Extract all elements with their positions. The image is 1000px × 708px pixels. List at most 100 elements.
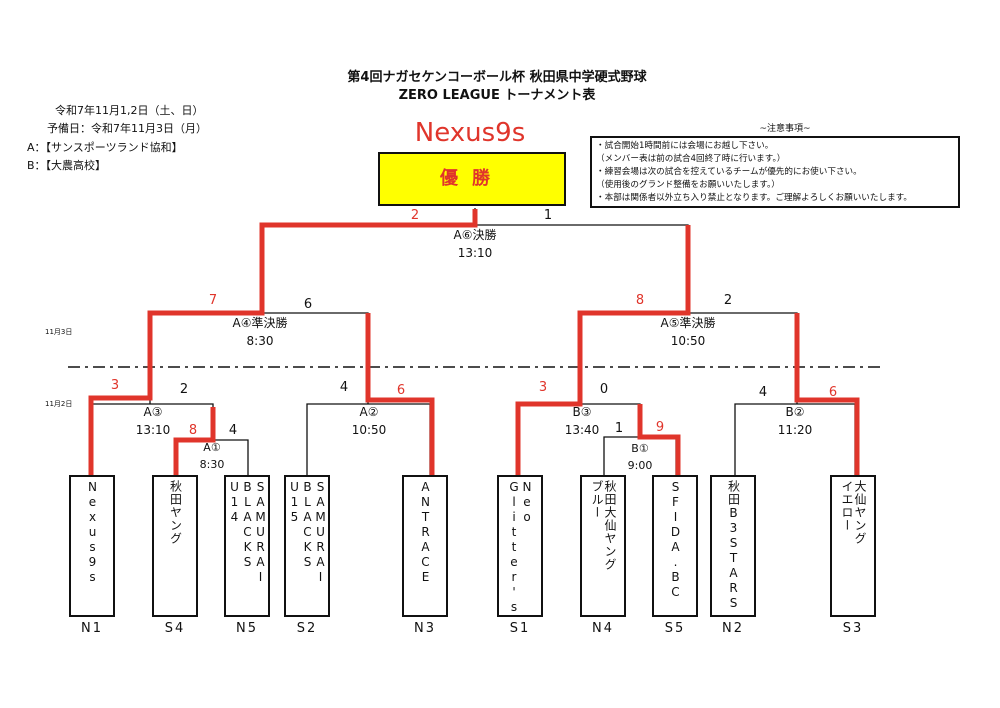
team-box: SFIDA.BC bbox=[652, 475, 698, 617]
note-line: （メンバー表は前の試合4回終了時に行います。） bbox=[596, 154, 786, 164]
match-b2: B② 11:20 bbox=[778, 403, 813, 439]
match-name: A② bbox=[359, 405, 379, 419]
score: 9 bbox=[655, 420, 665, 435]
champion-box: 優勝 bbox=[378, 152, 566, 206]
score: 3 bbox=[538, 380, 548, 395]
team-seed: N3 bbox=[414, 621, 436, 636]
title-line-2: ZERO LEAGUE トーナメント表 bbox=[398, 88, 596, 103]
match-name: A④準決勝 bbox=[232, 316, 288, 330]
title-line-1: 第4回ナガセケンコーボール杯 秋田県中学硬式野球 bbox=[347, 70, 647, 85]
score: 6 bbox=[303, 297, 313, 312]
team-name: 秋田B3STARS bbox=[726, 480, 741, 611]
score: 8 bbox=[188, 423, 198, 438]
score: 0 bbox=[599, 382, 609, 397]
match-time: 10:50 bbox=[670, 334, 706, 348]
team-name: Neo bbox=[520, 480, 534, 525]
notes-heading: ~注意事項~ bbox=[759, 124, 811, 134]
score: 1 bbox=[543, 208, 553, 223]
team-seed: S3 bbox=[842, 621, 864, 636]
team-box: ANTRACE bbox=[402, 475, 448, 617]
match-name: B① bbox=[631, 442, 649, 455]
match-time: 13:10 bbox=[135, 423, 171, 437]
team-seed: S4 bbox=[164, 621, 186, 636]
match-b3: B③ 13:40 bbox=[565, 403, 600, 439]
match-sf-left: A④準決勝 8:30 bbox=[233, 314, 288, 350]
score: 6 bbox=[396, 383, 406, 398]
team-name: U15 bbox=[287, 480, 302, 525]
match-sf-right: A⑤準決勝 10:50 bbox=[661, 314, 716, 350]
team-name: ブルー bbox=[590, 480, 604, 519]
score: 2 bbox=[179, 382, 189, 397]
score: 4 bbox=[339, 380, 349, 395]
match-time: 13:10 bbox=[457, 246, 493, 260]
day-label-nov2: 11月2日 bbox=[45, 400, 73, 408]
team-seed: N5 bbox=[236, 621, 258, 636]
note-line: ・練習会場は次の試合を控えているチームが優先的にお使い下さい。 bbox=[596, 167, 862, 177]
team-box: 秋田B3STARS bbox=[710, 475, 756, 617]
team-name: イエロー bbox=[840, 480, 854, 532]
venue-a: A：【サンスポーツランド協和】 bbox=[27, 141, 183, 154]
team-name: BLACKS bbox=[300, 480, 315, 570]
match-time: 8:30 bbox=[246, 334, 274, 348]
score: 4 bbox=[228, 423, 238, 438]
match-final: A⑥決勝 13:10 bbox=[454, 226, 497, 262]
team-seed: S1 bbox=[509, 621, 531, 636]
match-b1: B① 9:00 bbox=[628, 440, 653, 474]
notes-box: ・試合開始1時間前には会場にお越し下さい。 （メンバー表は前の試合4回終了時に行… bbox=[590, 136, 960, 208]
score: 1 bbox=[614, 421, 624, 436]
team-box: Nexus9s bbox=[69, 475, 115, 617]
team-box: 大仙ヤングイエロー bbox=[830, 475, 876, 617]
winner-path bbox=[88, 209, 860, 475]
note-line: ・試合開始1時間前には会場にお越し下さい。 bbox=[596, 141, 774, 151]
match-name: A⑥決勝 bbox=[453, 228, 497, 242]
score: 2 bbox=[723, 293, 733, 308]
match-time: 9:00 bbox=[627, 459, 653, 472]
score: 2 bbox=[410, 208, 420, 223]
match-name: A⑤準決勝 bbox=[660, 316, 716, 330]
score: 3 bbox=[110, 378, 120, 393]
team-box: 秋田大仙ヤングブルー bbox=[580, 475, 626, 617]
team-seed: S5 bbox=[664, 621, 686, 636]
match-a2: A② 10:50 bbox=[352, 403, 387, 439]
team-name: SAMURAI bbox=[253, 480, 268, 585]
team-name: SAMURAI bbox=[313, 480, 328, 585]
venue-b: B：【大農高校】 bbox=[27, 159, 107, 172]
match-name: B③ bbox=[572, 405, 592, 419]
team-name: BLACKS bbox=[240, 480, 255, 570]
team-seed: N2 bbox=[722, 621, 744, 636]
event-dates: 令和7年11月1,2日（土、日） bbox=[55, 104, 204, 117]
match-time: 11:20 bbox=[777, 423, 813, 437]
score: 8 bbox=[635, 293, 645, 308]
team-name: U14 bbox=[227, 480, 242, 525]
team-name: Glitter's bbox=[507, 480, 521, 615]
day-label-nov3: 11月3日 bbox=[45, 328, 73, 336]
team-name: ANTRACE bbox=[418, 480, 433, 585]
score: 4 bbox=[758, 385, 768, 400]
team-name: 大仙ヤング bbox=[853, 480, 867, 545]
match-name: A③ bbox=[143, 405, 163, 419]
match-time: 10:50 bbox=[351, 423, 387, 437]
team-name: Nexus9s bbox=[85, 480, 100, 585]
match-name: B② bbox=[785, 405, 805, 419]
match-name: A① bbox=[203, 441, 221, 454]
score: 7 bbox=[208, 293, 218, 308]
score: 6 bbox=[828, 385, 838, 400]
note-line: ・本部は関係者以外立ち入り禁止となります。ご理解よろしくお願いいたします。 bbox=[596, 193, 912, 203]
match-time: 13:40 bbox=[564, 423, 600, 437]
team-seed: N1 bbox=[81, 621, 103, 636]
team-name: 秋田大仙ヤング bbox=[603, 480, 617, 571]
team-name: SFIDA.BC bbox=[668, 480, 683, 600]
champion-name: Nexus9s bbox=[414, 118, 526, 148]
team-seed: N4 bbox=[592, 621, 614, 636]
team-seed: S2 bbox=[296, 621, 318, 636]
match-a3: A③ 13:10 bbox=[136, 403, 171, 439]
reserve-date: 予備日：令和7年11月3日（月） bbox=[47, 122, 207, 135]
team-name: 秋田ヤング bbox=[168, 480, 183, 545]
note-line: （使用後のグランド整備をお願いいたします。） bbox=[596, 180, 780, 190]
